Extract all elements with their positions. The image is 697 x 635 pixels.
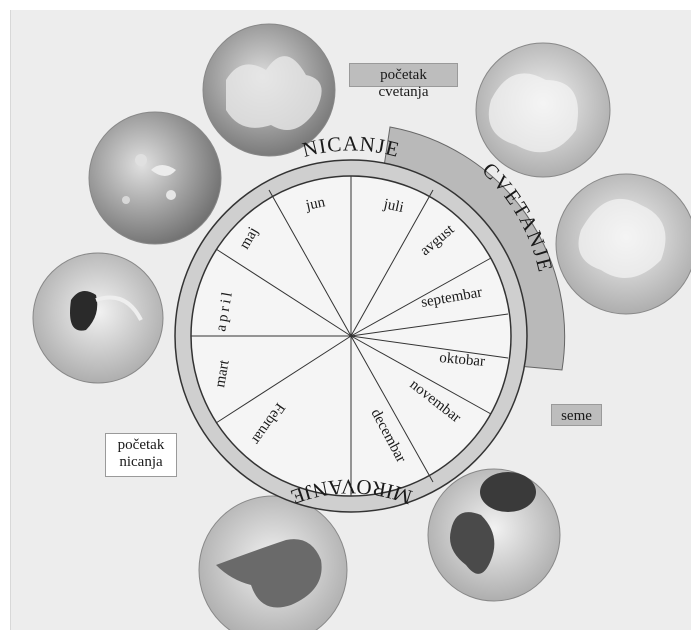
seedling-field-photo — [89, 112, 221, 244]
label-flowering-start: početak cvetanja — [349, 63, 458, 87]
mature-plant-photo — [556, 174, 691, 314]
label-emergence-start-line2: nicanja — [119, 454, 162, 470]
label-seed: seme — [551, 404, 602, 426]
life-cycle-diagram: jun juli avgust septembar oktobar novemb… — [11, 10, 691, 630]
two-seeds-photo — [428, 469, 560, 601]
label-emergence-start: početak nicanja — [105, 433, 177, 477]
label-emergence-start-line1: početak — [118, 437, 165, 453]
germinating-seed-photo — [33, 253, 163, 383]
single-seed-photo — [199, 496, 347, 630]
phase-nicanje: NICANJE — [300, 132, 403, 162]
flowering-plant-photo — [476, 43, 610, 177]
page: jun juli avgust septembar oktobar novemb… — [10, 10, 691, 630]
